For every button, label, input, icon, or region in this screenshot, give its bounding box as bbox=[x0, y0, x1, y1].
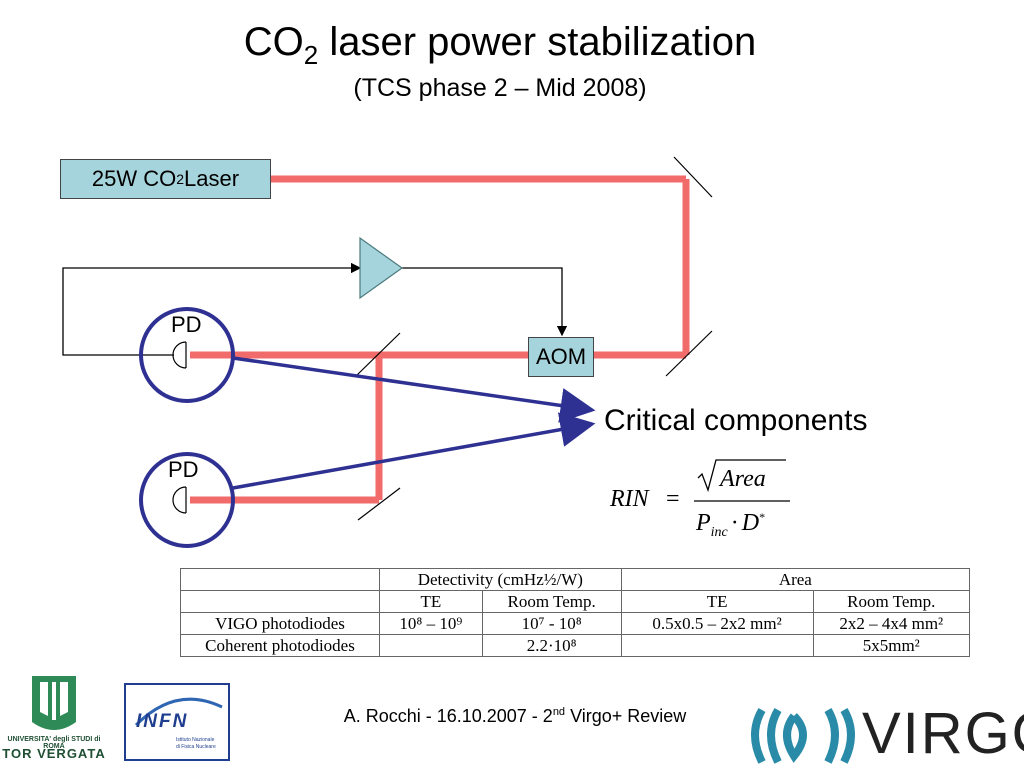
table-cell: VIGO photodiodes bbox=[180, 612, 380, 635]
mirror-bottom-left bbox=[357, 487, 401, 521]
formula-numerator: Area bbox=[720, 466, 766, 492]
table-header-area: Area bbox=[620, 568, 971, 591]
pd-bottom-label: PD bbox=[168, 457, 199, 482]
university-emblem-icon bbox=[32, 676, 76, 730]
pd-top-label: PD bbox=[171, 312, 202, 337]
table-cell: 10⁸ – 10⁹ bbox=[379, 612, 483, 635]
table-row: VIGO photodiodes 10⁸ – 10⁹ 10⁷ - 10⁸ 0.5… bbox=[180, 612, 970, 635]
table-row: Coherent photodiodes 2.2·10⁸ 5x5mm² bbox=[180, 634, 970, 657]
virgo-logo: VIRGO bbox=[740, 700, 1024, 768]
table-cell: TE bbox=[379, 590, 483, 613]
critical-arrow-top bbox=[232, 356, 596, 423]
pd-bottom-circle bbox=[139, 452, 235, 548]
table-cell bbox=[379, 634, 483, 657]
table-cell: Coherent photodiodes bbox=[180, 634, 380, 657]
table-cell: 10⁷ - 10⁸ bbox=[481, 612, 622, 635]
footer-text: A. Rocchi - 16.10.2007 - 2nd Virgo+ Revi… bbox=[343, 706, 687, 726]
formula-equals: = bbox=[666, 486, 680, 512]
virgo-text: VIRGO bbox=[862, 701, 1024, 766]
table-subheader-row: TE Room Temp. TE Room Temp. bbox=[180, 590, 970, 613]
aom-box: AOM bbox=[528, 337, 594, 377]
table-cell: 0.5x0.5 – 2x2 mm² bbox=[620, 612, 814, 635]
table-cell: 5x5mm² bbox=[812, 634, 970, 657]
university-city: TOR VERGATA bbox=[2, 746, 106, 761]
table-header-row: Detectivity (cmHz½/W) Area bbox=[180, 568, 971, 591]
table-cell bbox=[620, 634, 814, 657]
pd-top-circle bbox=[139, 307, 235, 403]
table-cell: 2.2·10⁸ bbox=[481, 634, 622, 657]
critical-arrow-bottom bbox=[232, 412, 596, 490]
photodiode-icon bbox=[172, 341, 187, 369]
mirror-top-right bbox=[673, 156, 713, 198]
table-cell bbox=[180, 568, 380, 591]
formula-denominator: Pinc·D* bbox=[696, 510, 766, 540]
table-header-detectivity: Detectivity (cmHz½/W) bbox=[379, 568, 622, 591]
amplifier-icon bbox=[359, 236, 404, 300]
table-cell: TE bbox=[620, 590, 814, 613]
photodiode-table: Detectivity (cmHz½/W) Area TE Room Temp.… bbox=[180, 568, 971, 657]
table-cell: Room Temp. bbox=[812, 590, 970, 613]
table-cell: 2x2 – 4x4 mm² bbox=[812, 612, 970, 635]
beamsplitter bbox=[355, 332, 401, 377]
formula-lines bbox=[694, 459, 790, 502]
slide-title: CO2 laser power stabilization bbox=[243, 20, 757, 70]
critical-components-label: Critical components bbox=[604, 404, 868, 437]
infn-arc-icon bbox=[134, 697, 223, 727]
mirror-bottom-right bbox=[665, 330, 713, 377]
table-cell: Room Temp. bbox=[481, 590, 622, 613]
slide-subtitle: (TCS phase 2 – Mid 2008) bbox=[353, 74, 647, 102]
virgo-waves-icon bbox=[751, 707, 855, 764]
photodiode-icon bbox=[172, 486, 187, 514]
university-name: UNIVERSITA' degli STUDI di ROMA bbox=[7, 736, 101, 750]
table-cell bbox=[180, 590, 380, 613]
rin-formula: RIN = Area Pinc·D* bbox=[608, 456, 798, 556]
formula-lhs: RIN bbox=[610, 486, 649, 512]
infn-text: INFN bbox=[136, 711, 189, 732]
university-logo: UNIVERSITA' degli STUDI di ROMA TOR VERG… bbox=[2, 672, 106, 766]
feedback-wire-out bbox=[402, 267, 568, 337]
feedback-wire-in bbox=[62, 262, 362, 356]
